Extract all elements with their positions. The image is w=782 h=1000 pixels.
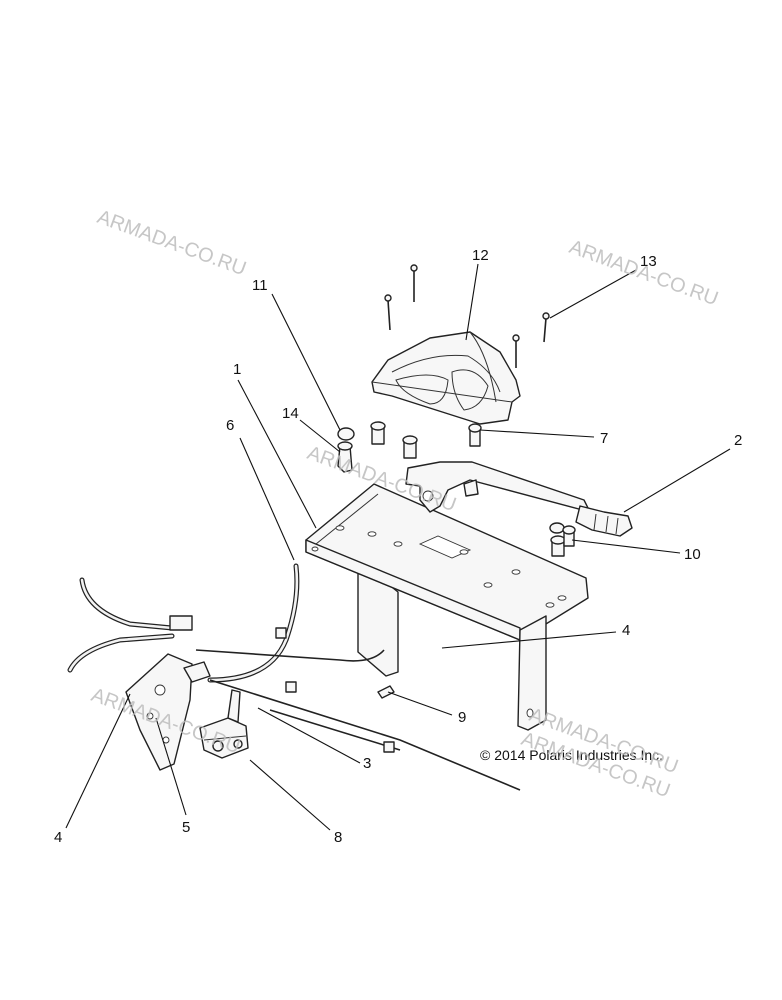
lever-boot-cover	[371, 331, 521, 425]
leader-lines	[65, 263, 731, 831]
callout-5: 5	[182, 819, 190, 836]
watermark-1: ARMADA-CO.RU	[94, 206, 249, 280]
callout-numbers: 1 2 3 4 4 5 6 7 8 9 10 11 12 13 14	[54, 247, 742, 846]
callout-7: 7	[600, 430, 608, 447]
callout-3: 3	[363, 755, 371, 772]
callout-4-right: 4	[622, 622, 630, 639]
callout-4-left: 4	[54, 829, 62, 846]
callout-10: 10	[684, 546, 701, 563]
callout-13: 13	[640, 253, 657, 270]
callout-12: 12	[472, 247, 489, 264]
bracket-plate	[305, 483, 589, 731]
cable-mount-bracket	[125, 653, 211, 771]
callout-9: 9	[458, 709, 466, 726]
callout-6: 6	[226, 417, 234, 434]
watermark-2: ARMADA-CO.RU	[566, 236, 721, 310]
brake-handle-lever	[405, 461, 633, 537]
callout-8: 8	[334, 829, 342, 846]
screws	[384, 264, 550, 368]
callout-2: 2	[734, 432, 742, 449]
callout-14: 14	[282, 405, 299, 422]
copyright-notice: © 2014 Polaris Industries Inc.	[480, 747, 663, 763]
bolts-and-nuts	[337, 421, 576, 557]
brake-switch	[199, 689, 249, 759]
brake-cables	[67, 563, 521, 791]
callout-11: 11	[252, 277, 268, 294]
callout-1: 1	[233, 361, 241, 378]
